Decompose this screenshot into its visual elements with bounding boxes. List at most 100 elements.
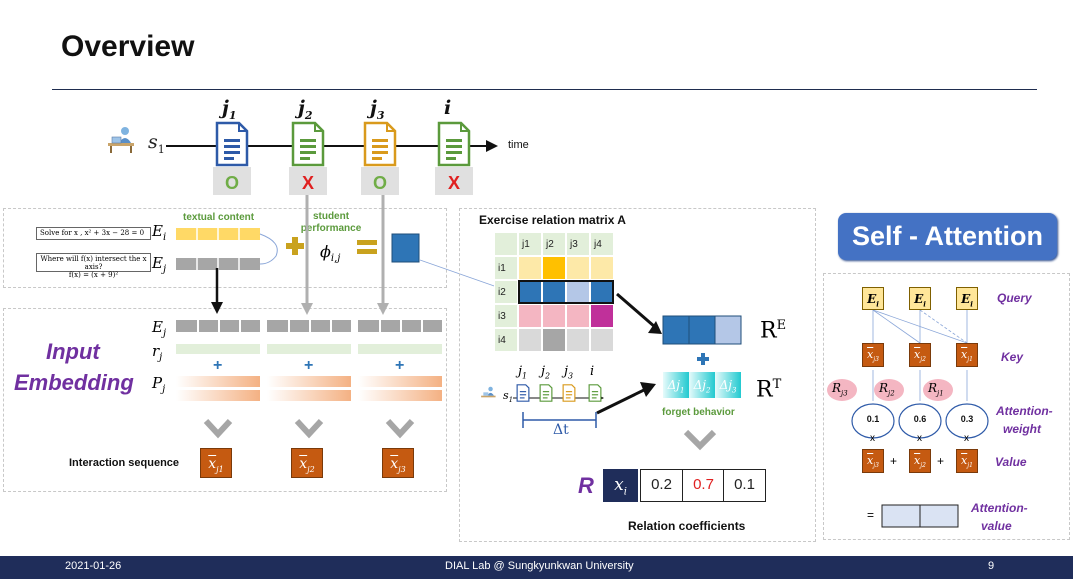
- input-embedding-panel: [3, 308, 447, 492]
- value-subscript: j3: [873, 462, 879, 470]
- e-j-subscript: j: [162, 264, 167, 275]
- matrix-row-header: i4: [494, 328, 518, 352]
- footer-bar: 2021-01-26 DIAL Lab @ Sungkyunkwan Unive…: [0, 556, 1073, 579]
- small-seq-symbol: j: [541, 364, 546, 379]
- embedding-row-label: Pj: [152, 374, 165, 395]
- re-symbol: R: [760, 318, 777, 344]
- node-symbol: j: [370, 97, 377, 119]
- pj-embedding-bar: [267, 376, 351, 387]
- matrix-cell: [566, 256, 590, 280]
- relation-symbol: R: [879, 381, 889, 395]
- key-token: xj2: [909, 343, 931, 367]
- matrix-col-header: j1: [518, 232, 542, 256]
- matrix-cell: [518, 304, 542, 328]
- e-j-symbol: E: [152, 254, 163, 272]
- attention-weight-label-1: Attention-: [996, 404, 1053, 418]
- coefficient-cell: 0.1: [723, 469, 766, 502]
- document-icon: [437, 121, 471, 167]
- node-symbol: j: [222, 97, 229, 119]
- textual-embedding-panel: [3, 208, 447, 288]
- relation-label: Rj2: [879, 381, 895, 397]
- textual-content-label: textual content: [183, 212, 255, 223]
- small-student-subscript: 1: [508, 396, 514, 405]
- matrix-selected-row: [518, 280, 614, 304]
- relation-label: Rj3: [832, 381, 848, 397]
- attention-weight-value: 0.1: [866, 414, 880, 424]
- matrix-corner: [494, 232, 518, 256]
- value-token: xj3: [862, 449, 884, 473]
- small-seq-label: j3: [564, 364, 573, 381]
- node-label: j3: [370, 97, 385, 122]
- page-number: 9: [988, 560, 995, 572]
- relation-label: Rj1: [928, 381, 944, 397]
- self-attention-panel: [823, 273, 1070, 540]
- relation-subscript: j1: [937, 389, 944, 398]
- value-token: xj1: [956, 449, 978, 473]
- delta-symbol: Δj: [719, 378, 732, 392]
- key-label: Key: [1001, 350, 1024, 364]
- token-subscript: j1: [216, 464, 224, 474]
- coefficient-cell: 0.7: [682, 469, 725, 502]
- matrix-col-header: j2: [542, 232, 566, 256]
- bar-divider: [400, 320, 402, 332]
- delta-subscript: 3: [731, 386, 737, 395]
- textual-embedding-graphics: [176, 228, 420, 270]
- matrix-cell: [518, 256, 542, 280]
- plus-sign: +: [890, 454, 898, 468]
- node-subscript: 3: [376, 108, 385, 122]
- value-subscript: j2: [920, 462, 926, 470]
- delta-subscript: 2: [705, 386, 711, 395]
- row-subscript: j: [162, 384, 166, 395]
- key-subscript: j3: [873, 356, 879, 364]
- result-badge: O: [361, 167, 399, 195]
- matrix-cell: [542, 328, 566, 352]
- row-subscript: j: [162, 328, 167, 339]
- value-symbol: x: [867, 454, 874, 467]
- matrix-row-header: i2: [494, 280, 518, 304]
- self-attention-title: Self - Attention: [838, 213, 1057, 260]
- document-icon: [215, 121, 249, 167]
- token-symbol: x: [299, 456, 308, 472]
- small-seq-symbol: j: [518, 364, 523, 379]
- rj-embedding-bar: [358, 344, 442, 354]
- bar-divider: [197, 320, 199, 332]
- matrix-cell: [542, 256, 566, 280]
- time-label: time: [508, 139, 529, 151]
- small-seq-label: i: [590, 364, 594, 381]
- rt-superscript: T: [772, 377, 782, 392]
- key-token: xj3: [862, 343, 884, 367]
- result-badge: X: [435, 167, 473, 195]
- student-subscript: 1: [157, 142, 165, 156]
- value-token: xj2: [909, 449, 931, 473]
- matrix-col-header: j3: [566, 232, 590, 256]
- bar-divider: [309, 320, 311, 332]
- interaction-token: xj3: [382, 448, 414, 478]
- small-seq-subscript: 1: [522, 371, 528, 381]
- document-icon: [539, 384, 553, 402]
- delta-t-label: Δt: [553, 422, 569, 438]
- small-student-label: s1: [503, 389, 513, 404]
- embedding-row-label: rj: [152, 342, 162, 363]
- query-symbol: E: [867, 292, 877, 306]
- key-token: xj1: [956, 343, 978, 367]
- row-symbol: r: [152, 342, 160, 360]
- student-at-desk-icon: [108, 127, 134, 153]
- rj-embedding-bar: [176, 344, 260, 354]
- key-symbol: x: [961, 348, 968, 361]
- x-i-subscript: i: [623, 486, 627, 498]
- query-symbol: E: [961, 292, 971, 306]
- delta-cell: Δj3: [715, 374, 741, 396]
- result-badge: X: [289, 167, 327, 195]
- matrix-cell: [590, 304, 614, 328]
- node-subscript: 2: [304, 108, 313, 122]
- x-i-box: xi: [603, 469, 638, 502]
- times-sign: x: [870, 433, 875, 444]
- pj-embedding-bar: [267, 390, 351, 401]
- row-symbol: P: [152, 374, 163, 392]
- query-token: Ei: [956, 287, 978, 310]
- pj-embedding-bar: [358, 376, 442, 387]
- node-symbol: i: [444, 97, 452, 119]
- interaction-token: xj2: [291, 448, 323, 478]
- embedding-row-label: Ej: [152, 318, 166, 339]
